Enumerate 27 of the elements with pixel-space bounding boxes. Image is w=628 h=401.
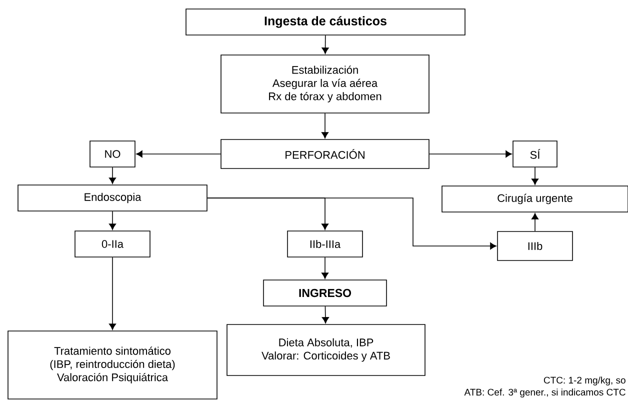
arrow xyxy=(109,167,116,184)
arrow xyxy=(109,211,116,230)
process-box: Dieta Absoluta, IBP Valorar: Corticoides y ATB xyxy=(226,324,426,376)
arrow xyxy=(109,257,116,330)
process-box: Estabilización Asegurar la vía aérea Rx de tórax y abdomen xyxy=(220,54,430,114)
arrow xyxy=(322,113,329,138)
process-box: INGRESO xyxy=(263,280,387,306)
process-box: Tratamiento sintomático (IBP, reintroducción dieta) Valoración Psiquiátrica xyxy=(8,330,218,400)
arrow xyxy=(322,257,329,279)
note-text: CTC: 1-2 mg/kg, so xyxy=(544,376,626,386)
grade-box: IIb-IIIa xyxy=(287,230,363,258)
note-text: ATB: Cef. 3ª gener., si indicamos CTC xyxy=(464,388,626,398)
process-box: Cirugía urgente xyxy=(442,186,628,212)
process-box: Endoscopia xyxy=(18,184,208,212)
grade-box: 0-IIa xyxy=(74,230,150,258)
answer-box: SÍ xyxy=(512,140,558,168)
arrow xyxy=(207,198,496,250)
grade-box: IIIb xyxy=(497,231,573,261)
arrow xyxy=(322,35,329,54)
arrow xyxy=(532,213,539,232)
start-box: Ingesta de cáusticos xyxy=(186,8,466,36)
arrow xyxy=(532,167,539,185)
decision-box: PERFORACIÓN xyxy=(220,139,430,169)
answer-box: NO xyxy=(90,140,136,168)
arrow xyxy=(429,150,512,158)
arrow xyxy=(322,306,329,324)
arrow xyxy=(136,150,221,158)
